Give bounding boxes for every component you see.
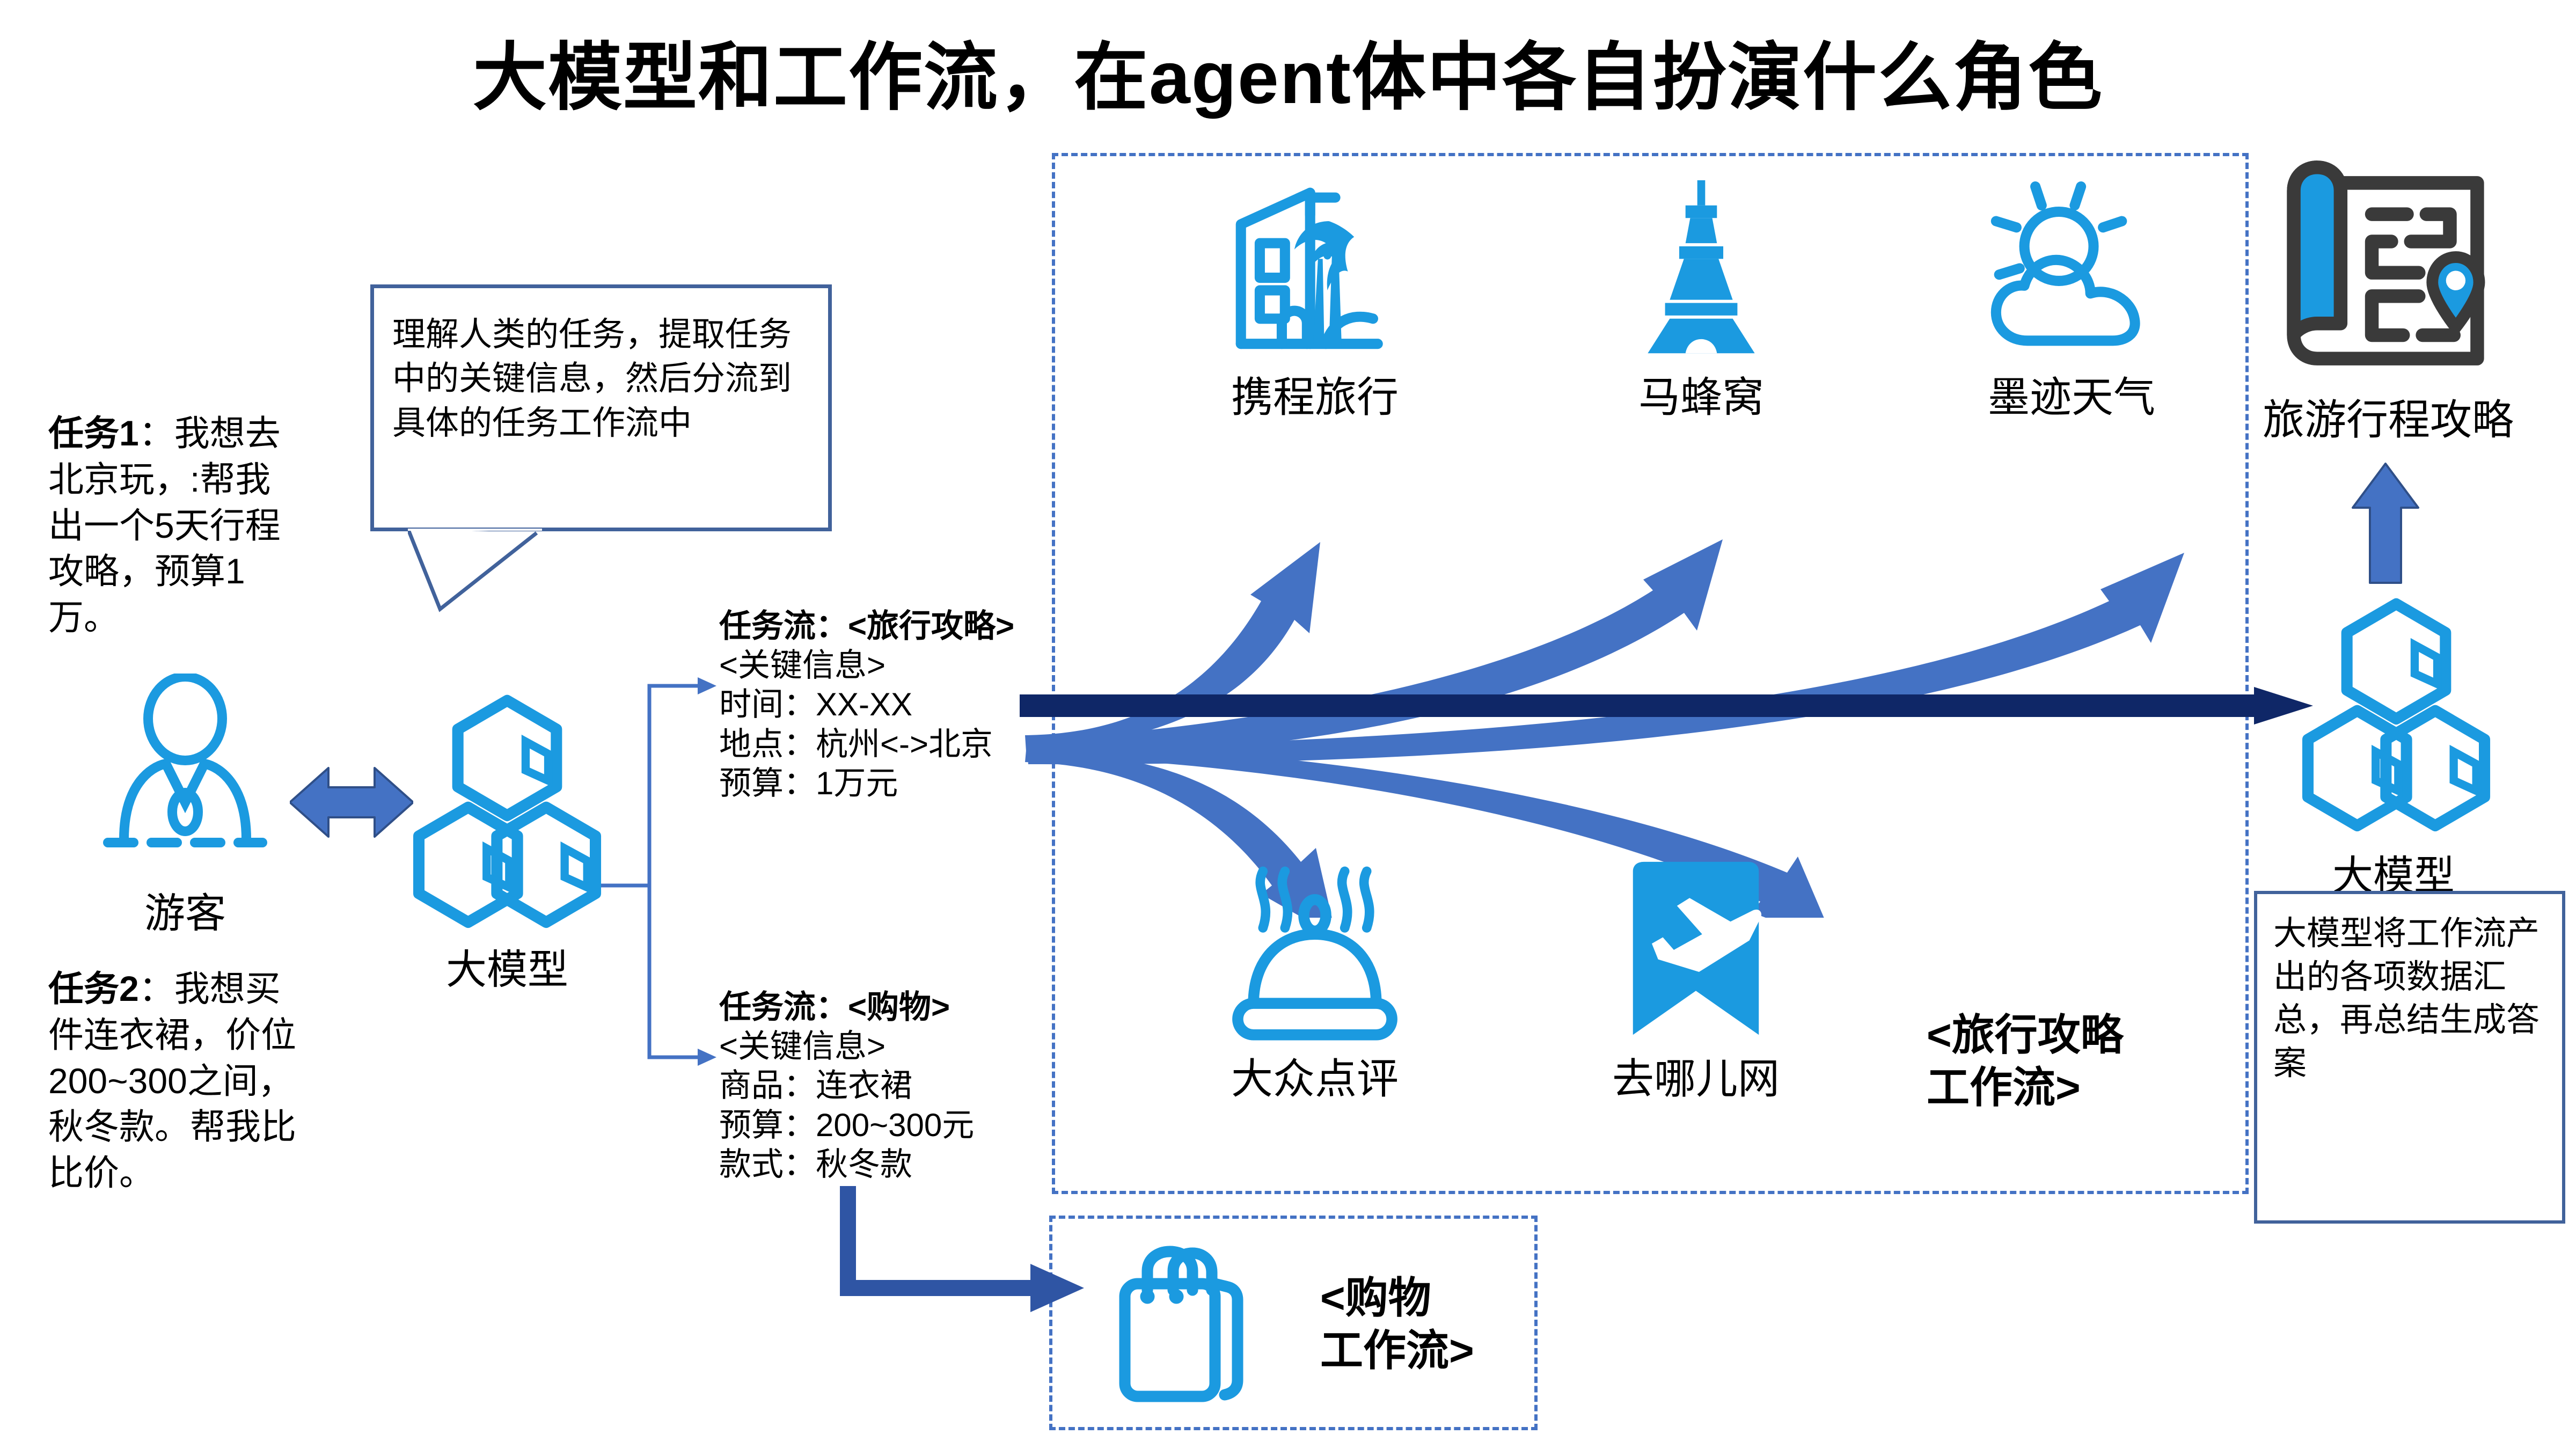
task-flow-travel-line-0: 时间：XX-XX [719, 686, 913, 723]
app-dianping-label: 大众点评 [1231, 1055, 1399, 1102]
app-qunar-label: 去哪儿网 [1612, 1055, 1780, 1102]
shopping-workflow-label: <购物 工作流> [1320, 1272, 1535, 1377]
travel-workflow-container [1052, 153, 2249, 1194]
page-title: 大模型和工作流，在agent体中各自扮演什么角色 [472, 36, 2104, 119]
task-flow-shopping: 任务流：<购物> <关键信息> 商品：连衣裙 预算：200~300元 款式：秋冬… [719, 987, 1073, 1184]
workflow-fanout-arrows [1025, 539, 2184, 918]
llm-hex-cluster-left-icon [413, 694, 602, 928]
travel-workflow-label: <旅行攻略 工作流> [1927, 1009, 2227, 1114]
shopping-workflow-label-line-1: <购物 [1320, 1274, 1431, 1322]
summary-callout-text: 大模型将工作流产出的各项数据汇总，再总结生成答案 [2273, 915, 2540, 1082]
task-flow-travel: 任务流：<旅行攻略> <关键信息> 时间：XX-XX 地点：杭州<->北京 预算… [719, 606, 1073, 803]
shopping-bag-icon [1119, 1246, 1243, 1402]
llm-role-callout: 理解人类的任务，提取任务中的关键信息，然后分流到具体的任务工作流中 [370, 284, 832, 531]
app-ctrip-label: 携程旅行 [1231, 374, 1399, 421]
task-flow-shopping-line-0: 商品：连衣裙 [719, 1067, 912, 1104]
food-cloche-icon [1232, 866, 1397, 1041]
app-moji-weather[interactable]: 墨迹天气 [1932, 177, 2211, 424]
up-arrow-icon [2352, 463, 2419, 584]
task-flow-shopping-line-1: 预算：200~300元 [719, 1107, 975, 1143]
tourist-label: 游客 [144, 891, 226, 936]
travel-itinerary-label: 旅游行程攻略 [2262, 396, 2514, 443]
app-moji-weather-label: 墨迹天气 [1987, 374, 2155, 421]
task-1-label: 任务1 [48, 413, 139, 453]
task-flow-shopping-line-2: 款式：秋冬款 [719, 1146, 912, 1182]
flow-branch-connectors [601, 677, 716, 1066]
task-1-description: 任务1：我想去北京玩，:帮我出一个5天行程攻略，预算1万。 [48, 411, 301, 641]
eiffel-tower-icon [1648, 180, 1755, 354]
task-flow-travel-head: 任务流：<旅行攻略> [719, 608, 1015, 644]
task-2-label: 任务2 [48, 969, 139, 1008]
app-qunar[interactable]: 去哪儿网 [1556, 859, 1835, 1106]
task-flow-shopping-key-label: <关键信息> [719, 1028, 886, 1065]
travel-workflow-label-line-1: <旅行攻略 [1927, 1011, 2124, 1059]
bidirectional-arrow-icon [290, 767, 413, 838]
task-flow-travel-line-1: 地点：杭州<->北京 [719, 726, 993, 762]
travel-workflow-label-line-2: 工作流> [1927, 1063, 2081, 1111]
app-ctrip[interactable]: 携程旅行 [1175, 177, 1454, 424]
app-mafengwo-label: 马蜂窝 [1638, 374, 1764, 421]
task-flow-travel-line-2: 预算：1万元 [719, 765, 898, 801]
callout-tail [408, 529, 542, 612]
app-mafengwo[interactable]: 马蜂窝 [1562, 177, 1841, 424]
hotel-palm-icon [1235, 187, 1383, 349]
app-dianping[interactable]: 大众点评 [1175, 859, 1454, 1106]
task-2-description: 任务2：我想买件连衣裙，价位200~300之间，秋冬款。帮我比比价。 [48, 966, 301, 1196]
main-flow-arrow [1020, 687, 2313, 724]
shopping-workflow-container [1049, 1216, 1538, 1430]
sun-cloud-icon [1990, 181, 2140, 346]
llm-left-label: 大模型 [446, 947, 568, 993]
task-flow-shopping-head: 任务流：<购物> [719, 989, 950, 1025]
llm-role-callout-text: 理解人类的任务，提取任务中的关键信息，然后分流到具体的任务工作流中 [392, 316, 792, 442]
summary-callout: 大模型将工作流产出的各项数据汇总，再总结生成答案 [2254, 891, 2565, 1224]
travel-map-route-icon [2287, 160, 2485, 365]
shopping-branch-arrow [840, 1186, 1084, 1312]
task-2-text: ：我想买件连衣裙，价位200~300之间，秋冬款。帮我比比价。 [48, 969, 296, 1193]
llm-hex-cluster-right-icon [2302, 598, 2491, 832]
shopping-workflow-label-line-2: 工作流> [1320, 1326, 1474, 1374]
airplane-bookmark-icon [1633, 861, 1762, 1035]
task-1-text: ：我想去北京玩，:帮我出一个5天行程攻略，预算1万。 [48, 413, 281, 638]
task-flow-travel-key-label: <关键信息> [719, 647, 886, 684]
tourist-icon [103, 674, 267, 847]
